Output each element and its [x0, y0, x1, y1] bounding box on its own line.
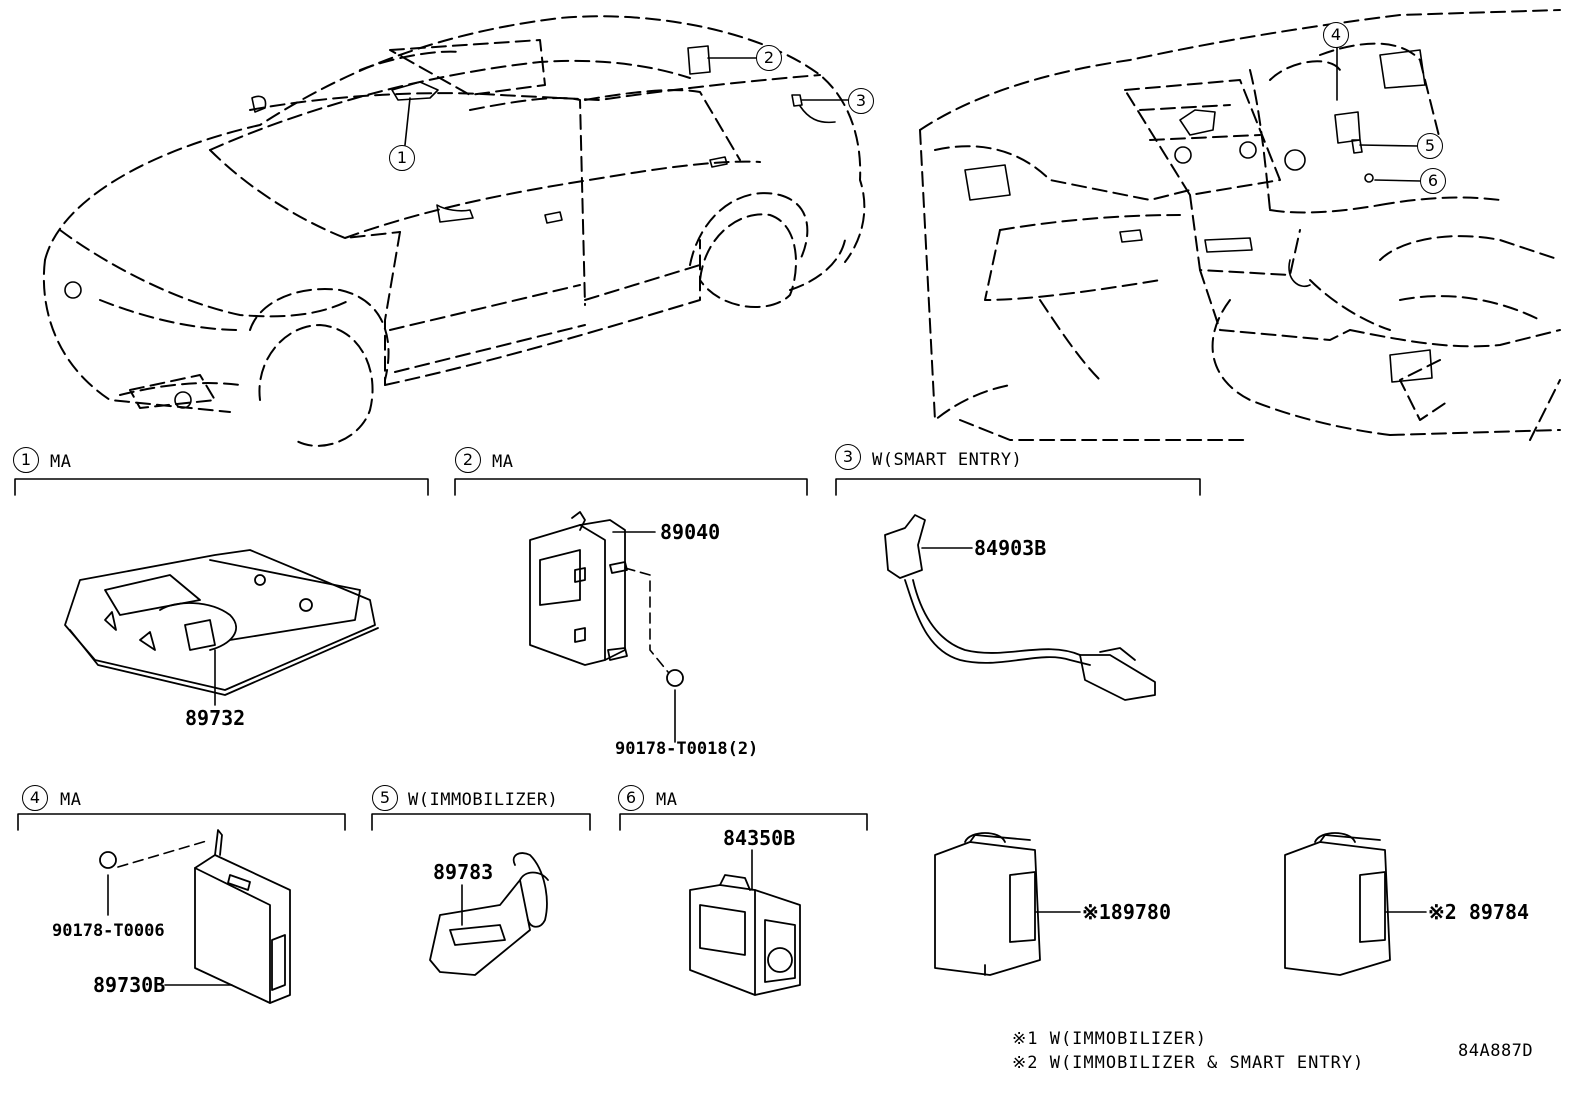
footnote-2: ※2 W(IMMOBILIZER & SMART ENTRY) — [1012, 1053, 1365, 1073]
section-1-number: 1 — [13, 447, 39, 473]
part-89784-drawing — [1284, 832, 1391, 976]
part-number-89040[interactable]: 89040 — [660, 520, 721, 544]
part-89732-drawing — [64, 549, 379, 696]
car-exterior-solid-parts — [64, 45, 836, 409]
section-4-label: MA — [60, 790, 82, 810]
section-2-label: MA — [492, 452, 514, 472]
part-number-89732[interactable]: 89732 — [185, 706, 246, 730]
part-89783-drawing — [429, 852, 549, 976]
callout-1[interactable]: 1 — [389, 145, 415, 171]
callout-2[interactable]: 2 — [756, 45, 782, 71]
section-3-number: 3 — [835, 444, 861, 470]
part-number-89783[interactable]: 89783 — [433, 860, 494, 884]
callout-4[interactable]: 4 — [1323, 22, 1349, 48]
section-2-number: 2 — [455, 447, 481, 473]
section-6-number: 6 — [618, 785, 644, 811]
section-4-number: 4 — [22, 785, 48, 811]
part-89780-drawing — [934, 832, 1041, 976]
leader-lines-exterior — [404, 57, 849, 146]
section-6-label: MA — [656, 790, 678, 810]
part-number-90178-t0018[interactable]: 90178-T0018(2) — [615, 739, 759, 759]
section-1-label: MA — [50, 452, 72, 472]
section-3-label: W(SMART ENTRY) — [872, 450, 1023, 470]
section-5-number: 5 — [372, 785, 398, 811]
part-84350b-drawing — [689, 874, 801, 996]
part-number-89780[interactable]: ※189780 — [1082, 900, 1172, 924]
section-5-label: W(IMMOBILIZER) — [408, 790, 559, 810]
part-number-90178-t0006[interactable]: 90178-T0006 — [52, 921, 165, 941]
part-89040-drawing — [529, 511, 628, 666]
part-number-84350b[interactable]: 84350B — [723, 826, 796, 850]
callout-6[interactable]: 6 — [1420, 168, 1446, 194]
section-brackets — [14, 478, 1201, 831]
part-number-89784[interactable]: ※2 89784 — [1428, 900, 1530, 924]
interior-solid-parts — [964, 49, 1433, 383]
footnote-1: ※1 W(IMMOBILIZER) — [1012, 1029, 1208, 1049]
callout-3[interactable]: 3 — [848, 88, 874, 114]
diagram-code: 84A887D — [1458, 1041, 1534, 1061]
part-number-89730b[interactable]: 89730B — [93, 973, 166, 997]
leader-lines-interior — [1336, 46, 1421, 182]
part-number-84903b[interactable]: 84903B — [974, 536, 1047, 560]
callout-5[interactable]: 5 — [1417, 133, 1443, 159]
part-84903b-drawing — [884, 514, 1156, 701]
part-89730b-drawing — [99, 829, 291, 1004]
interior-illustration — [919, 9, 1561, 441]
car-exterior-illustration — [42, 15, 866, 447]
